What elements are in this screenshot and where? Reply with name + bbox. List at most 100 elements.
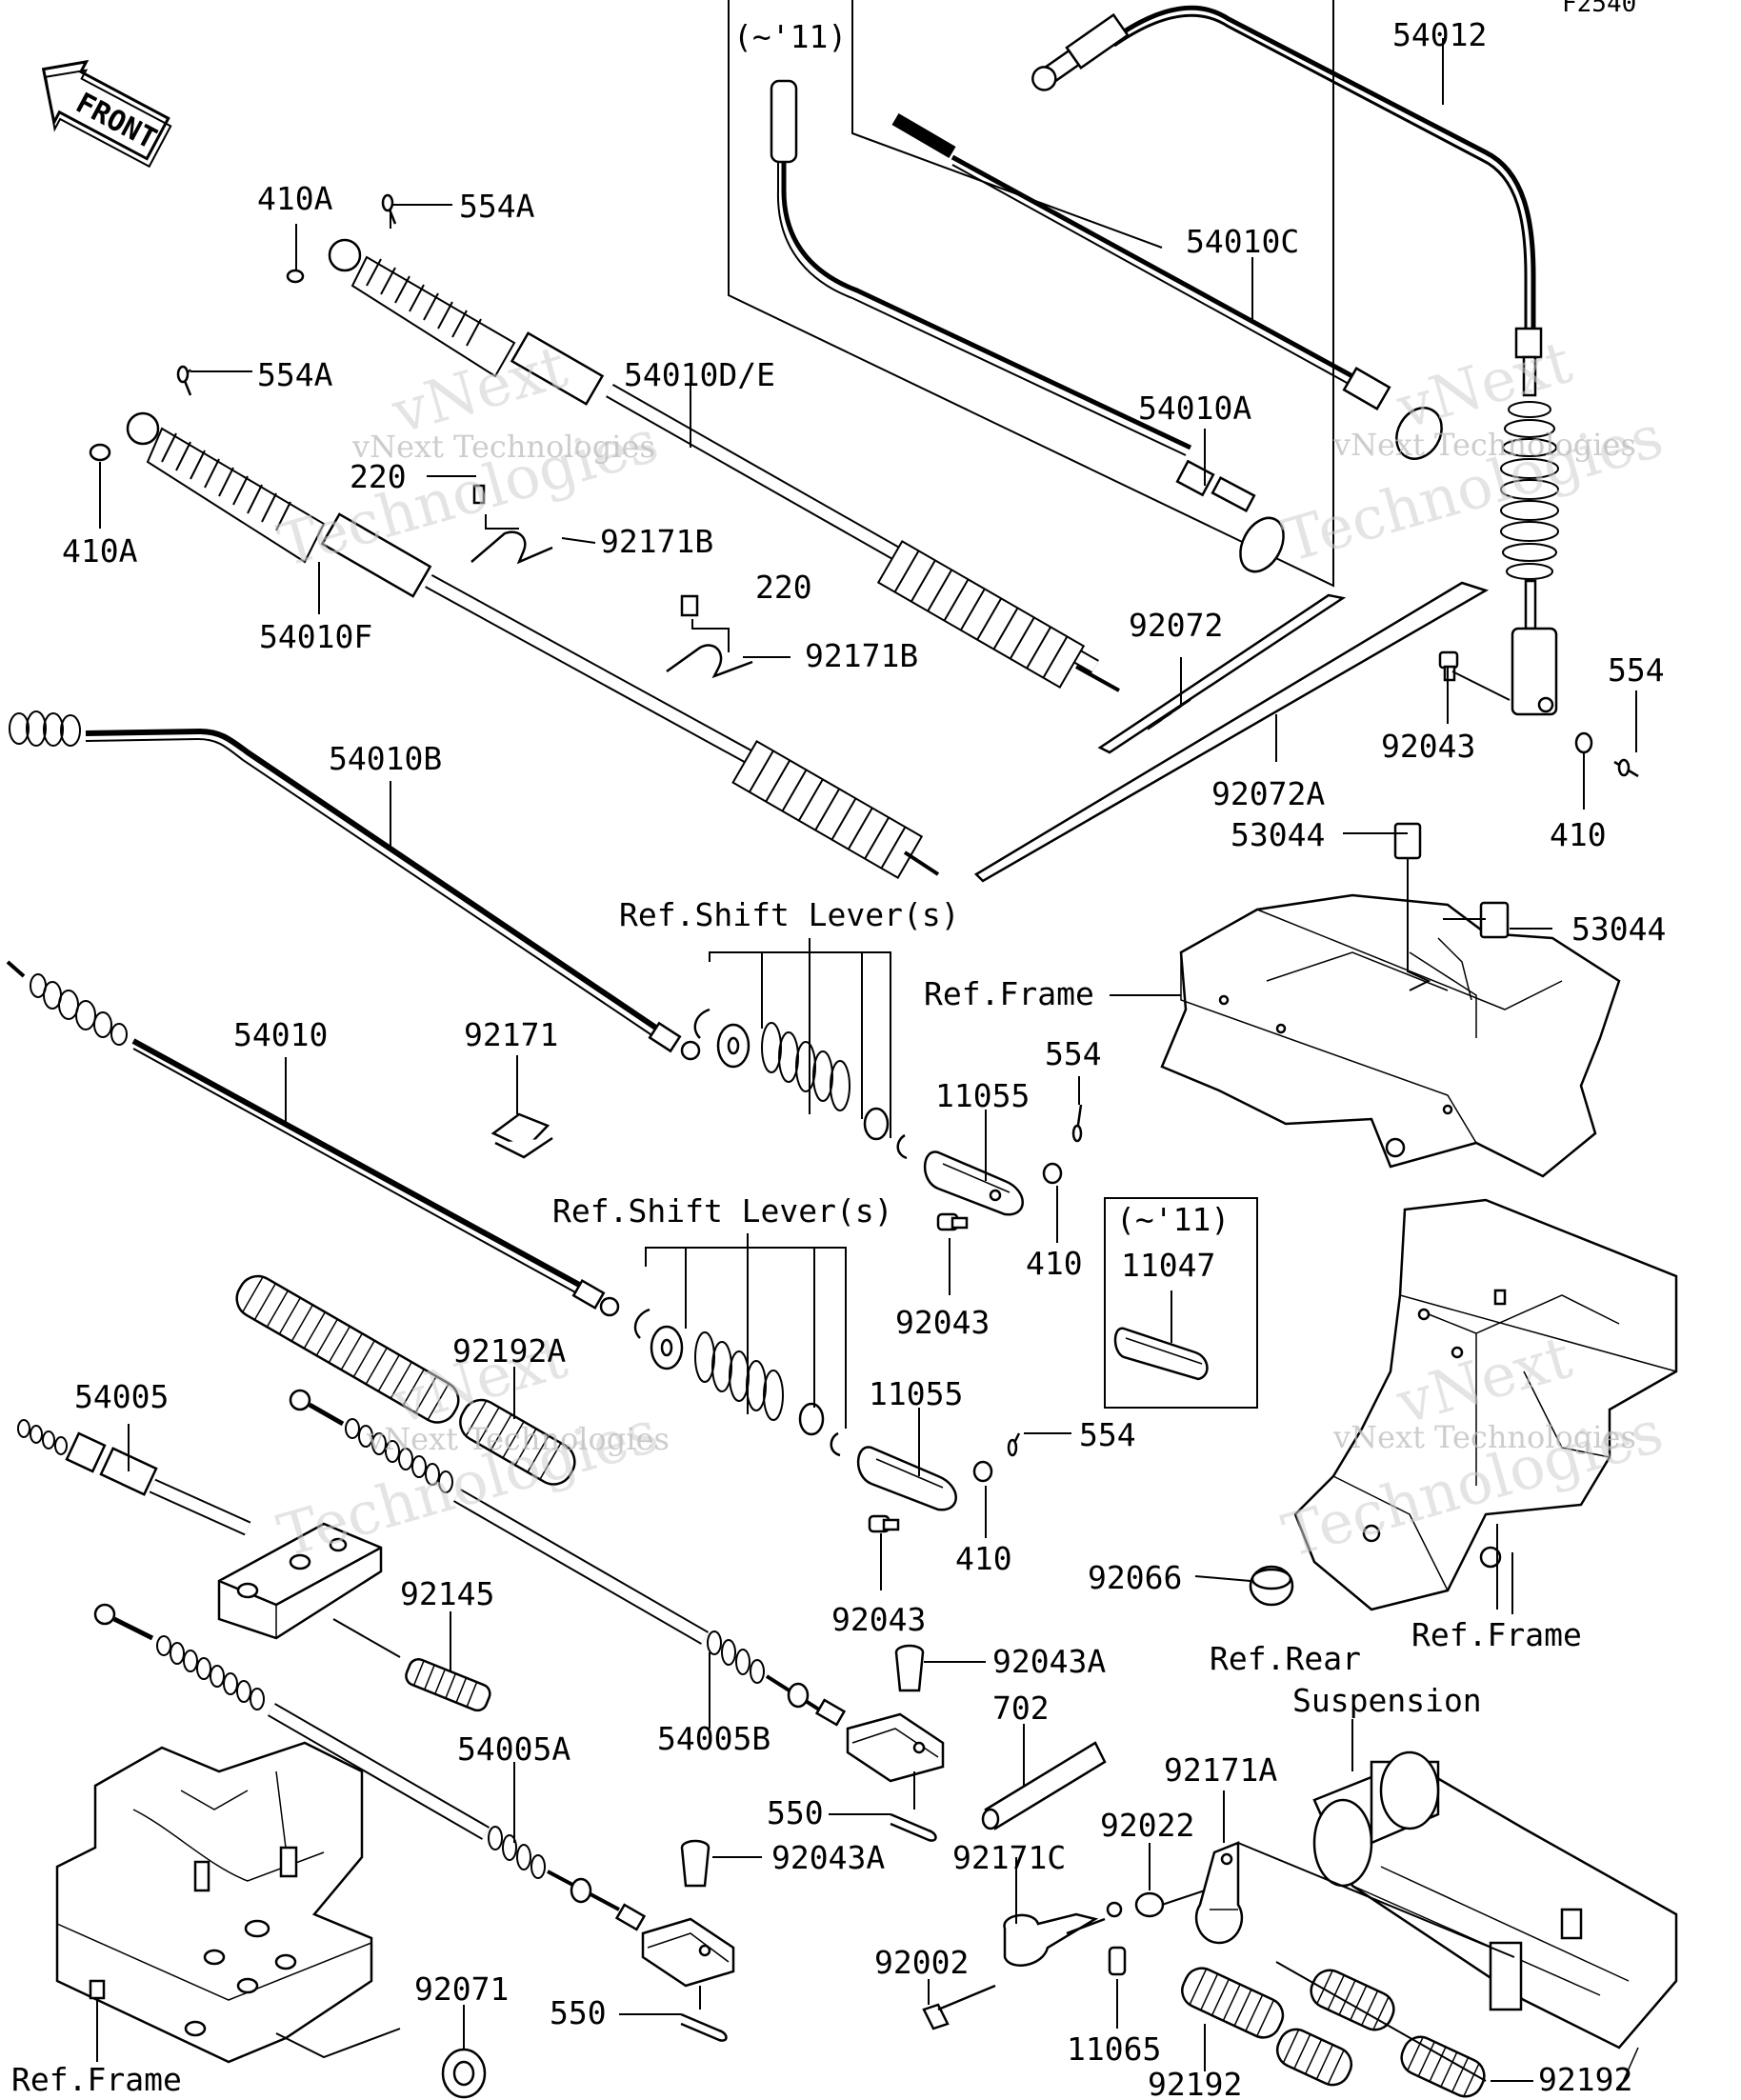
- label-54010: 54010: [233, 1016, 328, 1053]
- label-54005: 54005: [74, 1378, 169, 1415]
- spring-92192a: [235, 1274, 576, 1486]
- frame-right-upper: [1160, 893, 1621, 1178]
- leader-line: [1194, 1575, 1251, 1582]
- label-554a: 554A: [459, 188, 535, 225]
- clamp-92171a: [1194, 1841, 1244, 1945]
- label-92171: 92171: [464, 1016, 558, 1053]
- label-92192: 92192: [1538, 2061, 1632, 2098]
- label-92071: 92071: [414, 1970, 509, 2008]
- pin-554-lower: [1007, 1432, 1021, 1457]
- cap-92066: [1249, 1565, 1294, 1607]
- cable-54010: [6, 960, 620, 1317]
- label-702: 702: [992, 1690, 1050, 1727]
- cable-54005a: [93, 1603, 735, 1988]
- label-92171c: 92171C: [952, 1839, 1066, 1876]
- label-410: 410: [955, 1540, 1012, 1577]
- label-54012: 54012: [1392, 16, 1487, 53]
- label-54010f: 54010F: [259, 618, 372, 655]
- washer-410-lower: [972, 1460, 993, 1483]
- cable-54010c: [891, 112, 1443, 460]
- label-410a: 410A: [257, 180, 333, 217]
- label-92043: 92043: [895, 1304, 990, 1341]
- label-ref-shift-lever: Ref.Shift Lever(s): [552, 1192, 893, 1230]
- label-92192a: 92192A: [452, 1332, 566, 1370]
- label-53044: 53044: [1571, 910, 1666, 948]
- label-ref-frame: Ref.Frame: [924, 975, 1094, 1012]
- label-554: 554: [1079, 1416, 1136, 1453]
- grommet-92071: [441, 2048, 487, 2099]
- label-92171b: 92171B: [600, 523, 713, 560]
- label-92043a: 92043A: [992, 1643, 1106, 1680]
- rod-702: [981, 1741, 1107, 1830]
- cable-tie-92072: [1097, 593, 1347, 754]
- label-92145: 92145: [400, 1575, 494, 1612]
- pin-92043a-upper: [894, 1644, 925, 1692]
- label-550: 550: [767, 1794, 824, 1831]
- pin-554a-lower: [176, 365, 192, 396]
- leader-line: [851, 0, 1163, 249]
- label-11055: 11055: [935, 1077, 1030, 1114]
- label-554a: 554A: [257, 356, 333, 393]
- pin-92043-right: [1438, 650, 1459, 682]
- clip-92171b-upper: [470, 484, 553, 565]
- label-92072a: 92072A: [1211, 775, 1325, 812]
- part-labels: (~'11) 54012 410A 554A 54010C 554A 54010…: [11, 16, 1666, 2100]
- cotter-pin-550-upper: [890, 1812, 937, 1842]
- washer-92022: [1134, 1891, 1165, 1918]
- cable-bracket: [217, 1522, 383, 1640]
- clevis-11055-lower: [856, 1446, 957, 1511]
- frame-right-lower: [1293, 1198, 1678, 1611]
- leader-line: [645, 1247, 847, 1429]
- leader-line: [709, 951, 891, 1138]
- leader-line: [275, 2028, 401, 2059]
- svg-text:vNext Technologies: vNext Technologies: [1332, 427, 1636, 463]
- washer-410-upper: [1042, 1162, 1063, 1185]
- label-410: 410: [1026, 1245, 1083, 1282]
- label-54010de: 54010D/E: [624, 356, 775, 393]
- cable-54010de: [286, 238, 1120, 692]
- leader-line: [691, 619, 730, 652]
- pin-554a-upper: [381, 193, 397, 225]
- cable-54010a: [770, 79, 1285, 573]
- clevis-11047: [1113, 1327, 1209, 1381]
- label-92072: 92072: [1129, 607, 1223, 644]
- label-550: 550: [550, 1994, 607, 2031]
- cable-54005b: [289, 1389, 945, 1783]
- label-53044: 53044: [1231, 816, 1325, 853]
- label-92043: 92043: [1381, 728, 1475, 765]
- label-suspension: Suspension: [1292, 1682, 1482, 1719]
- leader-line: [332, 1618, 401, 1658]
- bolt-92002: [922, 1984, 996, 2030]
- label-variant: (~'11): [1116, 1201, 1230, 1238]
- label-11055: 11055: [869, 1375, 963, 1412]
- label-220: 220: [755, 569, 812, 606]
- label-ref-rear: Ref.Rear: [1210, 1640, 1361, 1677]
- label-ref-shift-lever: Ref.Shift Lever(s): [619, 896, 960, 933]
- label-11065: 11065: [1067, 2030, 1161, 2068]
- leader-line: [1407, 857, 1431, 991]
- clip-53044-upper: [1393, 822, 1422, 860]
- svg-text:vNext Technologies: vNext Technologies: [366, 1421, 670, 1457]
- frame-lower-left: [55, 1741, 373, 2064]
- label-92171b: 92171B: [805, 637, 918, 674]
- svg-text:vNext: vNext: [1389, 327, 1579, 443]
- label-variant: (~'11): [733, 18, 847, 55]
- label-54010a: 54010A: [1138, 390, 1251, 427]
- label-554: 554: [1045, 1035, 1102, 1072]
- clip-92171: [490, 1112, 553, 1159]
- cable-54010f: [89, 411, 940, 880]
- leader-line: [1237, 1842, 1515, 1958]
- svg-text:vNext Technologies: vNext Technologies: [351, 429, 655, 465]
- cable-tie-92072a: [973, 581, 1490, 883]
- label-54010b: 54010B: [329, 740, 442, 777]
- label-ref-frame: Ref.Frame: [11, 2061, 182, 2098]
- label-92022: 92022: [1100, 1807, 1194, 1844]
- diagram-code: F2540: [1562, 0, 1636, 18]
- variant-bracket-top: [728, 0, 1334, 588]
- spring-92145: [405, 1658, 491, 1712]
- variant-bracket-11047: [1104, 1197, 1258, 1409]
- label-ref-frame: Ref.Frame: [1411, 1616, 1582, 1653]
- svg-text:vNext Technologies: vNext Technologies: [1332, 1419, 1636, 1455]
- leader-line: [1161, 1890, 1206, 1906]
